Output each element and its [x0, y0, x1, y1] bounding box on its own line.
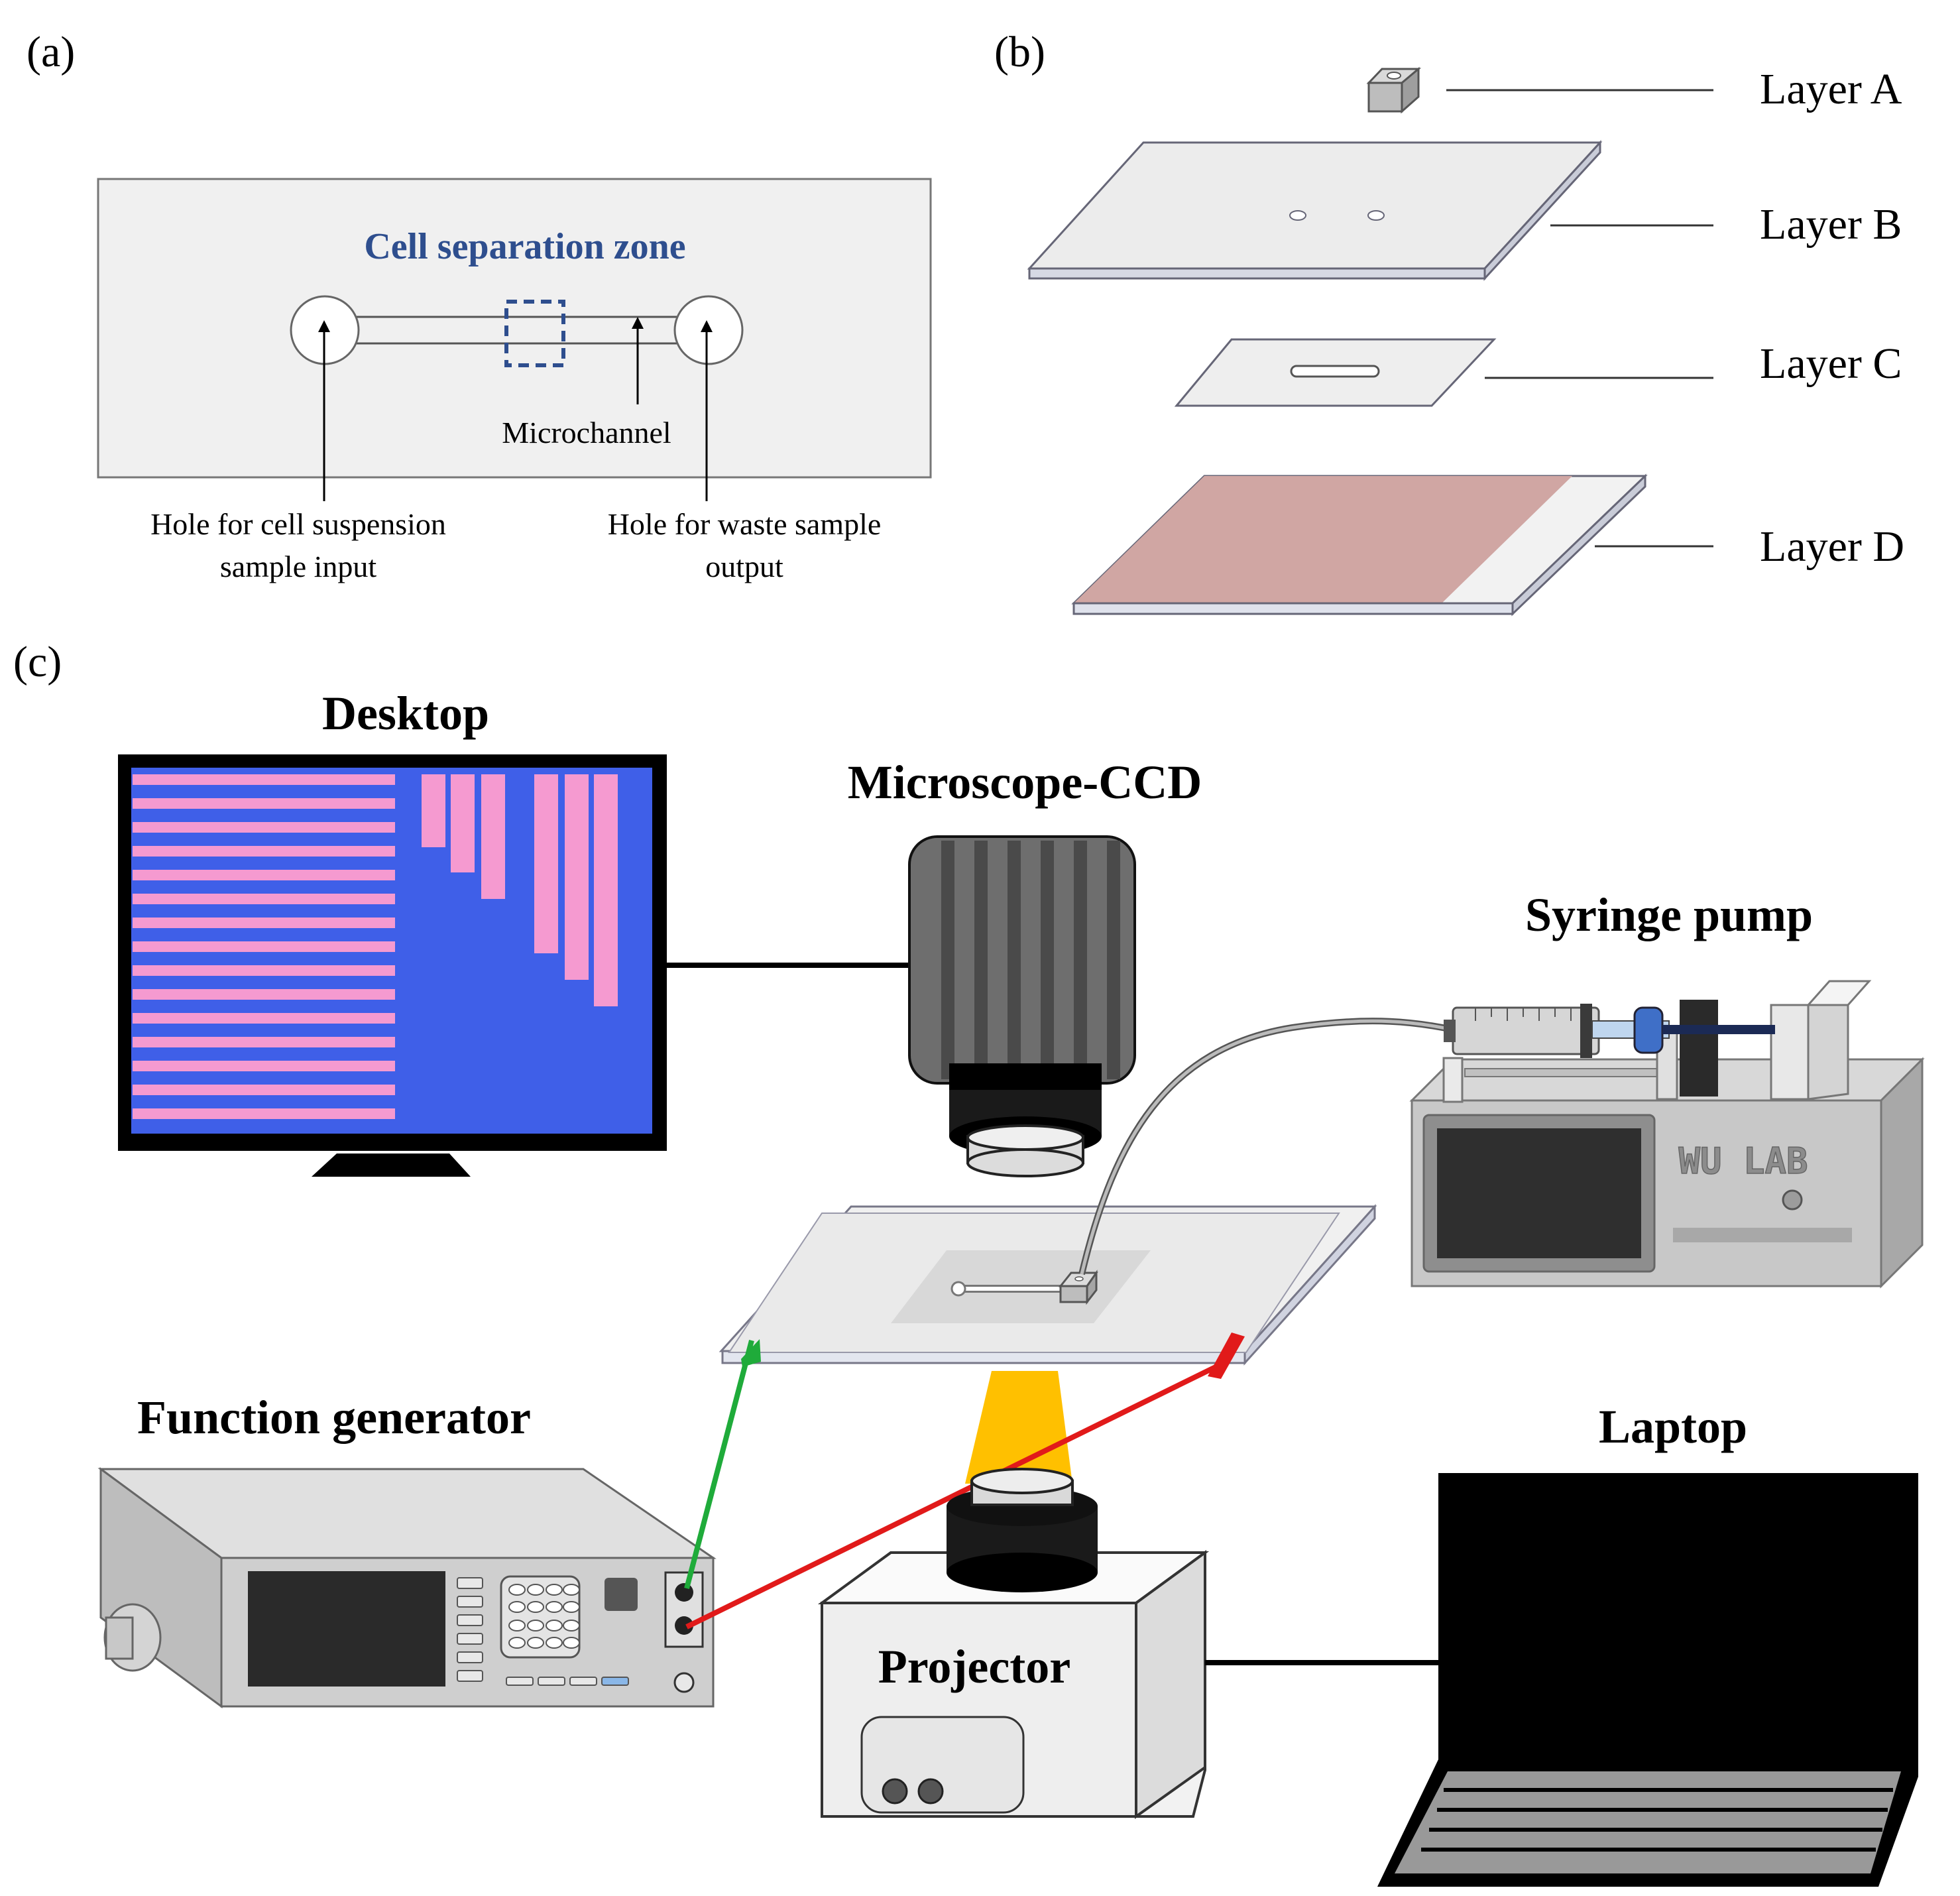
layer-d-label: Layer D [1760, 522, 1904, 571]
projector-label: Projector [878, 1640, 1070, 1693]
chip-top-view [97, 178, 932, 479]
panel-a-tag: (a) [27, 28, 75, 76]
projector-beam [965, 1371, 1072, 1484]
panel-a: (a) Cell separation zone Microchannel Ho… [27, 28, 932, 583]
microchannel-shape [355, 316, 683, 345]
zone-marker [504, 300, 565, 367]
function-generator: Function generator [97, 1391, 717, 1708]
layer-a-label: Layer A [1760, 65, 1902, 113]
microscope-ccd: Microscope-CCD [848, 756, 1202, 1177]
layer-a-block [1366, 66, 1422, 114]
outlet-label-line2: output [705, 550, 783, 583]
layer-c-film [1174, 338, 1497, 407]
laptop-label: Laptop [1599, 1400, 1747, 1453]
outlet-label-line1: Hole for waste sample [608, 507, 882, 541]
projector: Projector [817, 1468, 1210, 1819]
microscope-label: Microscope-CCD [848, 756, 1202, 809]
green-wire [684, 1339, 754, 1590]
green-clip [741, 1339, 761, 1367]
monitor-stand [312, 1154, 471, 1177]
panel-c: (c) Desktop [13, 638, 1925, 1887]
panel-b-tag: (b) [994, 28, 1045, 76]
desktop-monitor: Desktop [118, 687, 667, 1177]
syringe-pump: Syringe pump WU LAB [1409, 888, 1925, 1289]
panel-c-tag: (c) [13, 638, 62, 686]
pump-brand: WU LAB [1678, 1140, 1808, 1182]
pump-knob [1782, 1189, 1803, 1211]
layer-b-label: Layer B [1760, 200, 1902, 249]
generator-label: Function generator [137, 1391, 531, 1444]
inlet-label-line1: Hole for cell suspension [150, 507, 446, 541]
zone-title: Cell separation zone [364, 226, 685, 267]
outlet-hole [673, 295, 744, 365]
inlet-label-line2: sample input [220, 550, 377, 583]
microchannel-label: Microchannel [502, 416, 671, 449]
red-clip [1208, 1333, 1245, 1379]
desktop-label: Desktop [322, 687, 489, 740]
syringe-label: Syringe pump [1525, 888, 1813, 941]
tubing-highlight [1080, 1019, 1456, 1275]
red-wire [685, 1363, 1220, 1629]
electrode-stripes [133, 774, 618, 1119]
panel-b: (b) La [994, 28, 1904, 617]
device-chip [719, 1204, 1377, 1366]
layer-d-slide [1071, 473, 1648, 617]
layer-b-plate [1027, 140, 1603, 281]
layer-c-label: Layer C [1760, 339, 1902, 388]
laptop: Laptop [1377, 1400, 1918, 1887]
